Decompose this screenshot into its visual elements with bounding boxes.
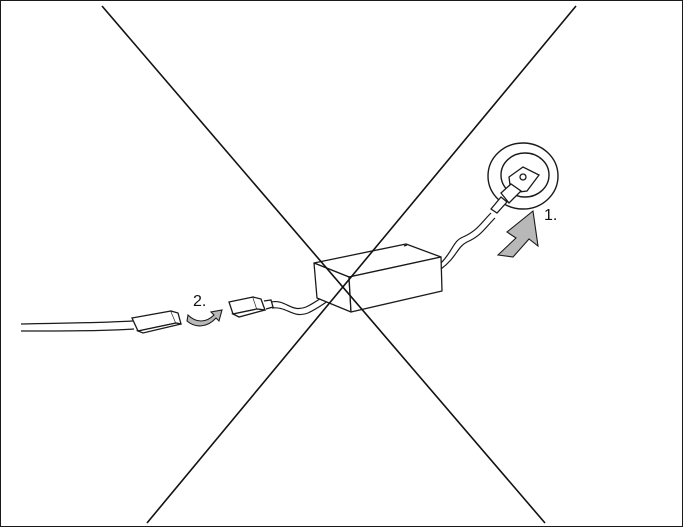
upward-arrow-icon	[496, 209, 539, 258]
long-cable	[20, 320, 135, 332]
power-plug-icon	[490, 166, 540, 214]
step-1-label: 1.	[544, 207, 557, 224]
power-adapter-icon	[313, 243, 443, 313]
cross-out-icon	[101, 5, 577, 524]
step-2-label: 2.	[193, 293, 206, 310]
adapter-input-cable	[440, 212, 496, 270]
connector-icon	[131, 310, 182, 334]
adapter-connector-icon	[228, 296, 274, 318]
curved-arrow-icon	[186, 309, 223, 327]
